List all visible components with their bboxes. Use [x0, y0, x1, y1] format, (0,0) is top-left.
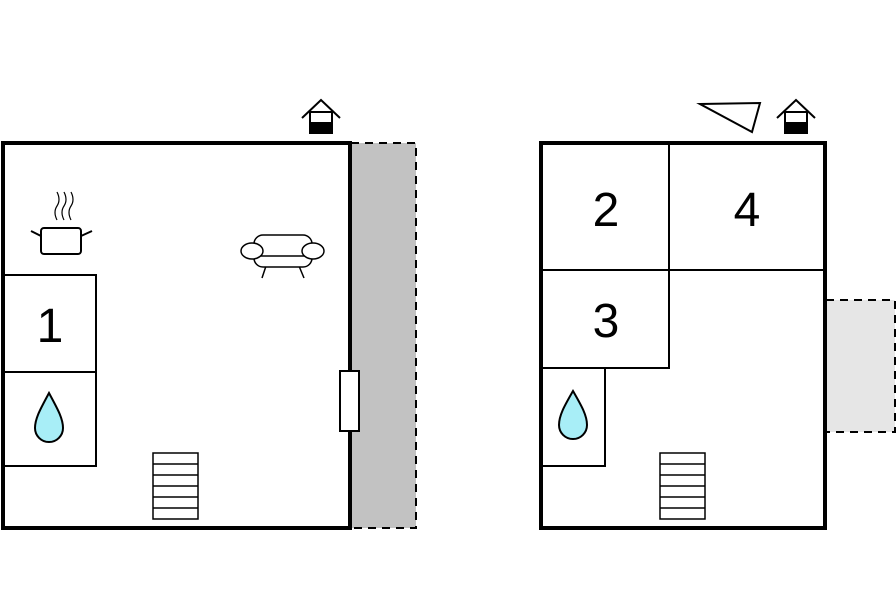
- room-4-label: 4: [734, 184, 761, 237]
- water-drop-icon: [557, 388, 589, 440]
- room-3-label: 3: [593, 295, 620, 348]
- terrace-right: [825, 299, 896, 433]
- house-entrance-icon: [301, 98, 341, 134]
- upper-floor: 2 4 3: [539, 98, 896, 530]
- bathroom-right: [540, 367, 606, 467]
- ground-floor: 1: [1, 98, 417, 530]
- roof-window-icon: [696, 101, 762, 134]
- room-2-label: 2: [593, 184, 620, 237]
- room-4: [668, 142, 826, 271]
- stairs-icon: [152, 452, 199, 520]
- bathroom-left: [2, 371, 97, 467]
- house-entrance-icon: [776, 98, 816, 134]
- water-drop-icon: [33, 390, 65, 443]
- sofa-icon: [240, 234, 325, 279]
- stairs-icon: [659, 452, 706, 520]
- cooking-pot-icon: [30, 191, 93, 255]
- room-1-label: 1: [37, 300, 64, 353]
- terrace-left: [350, 142, 417, 529]
- door-icon: [339, 370, 360, 432]
